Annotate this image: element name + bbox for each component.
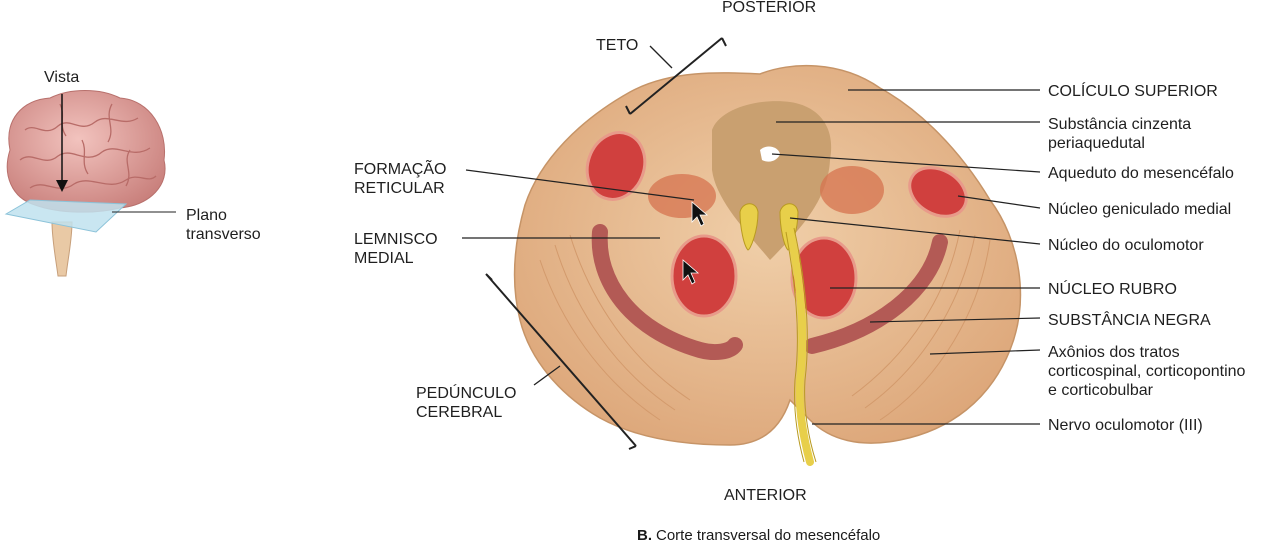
- label-teto: TETO: [596, 37, 639, 54]
- orientation-top: POSTERIOR: [722, 0, 817, 16]
- view-arrowhead: [56, 180, 68, 192]
- leader-lines: [462, 89, 1041, 425]
- oculomotor-nucleus-left: [739, 203, 759, 251]
- label-pedunculo-cerebral: PEDÚNCULO CEREBRAL: [416, 385, 517, 421]
- midbrain-section: [513, 64, 1022, 466]
- orientation-bottom: ANTERIOR: [724, 487, 807, 504]
- medial-geniculate-right: [908, 166, 968, 218]
- peduncle-bracket: [485, 273, 637, 450]
- teto-bracket: [625, 37, 727, 115]
- reticular-formation-right: [820, 166, 884, 214]
- transverse-plane: [4, 199, 128, 233]
- leader-oculomotor: [789, 217, 1041, 245]
- plane-label: Plano transverso: [186, 207, 261, 243]
- caption-text: Corte transversal do mesencéfalo: [656, 527, 881, 544]
- label-substancia-negra: SUBSTÂNCIA NEGRA: [1048, 312, 1211, 329]
- label-nervo-oculomotor: Nervo oculomotor (III): [1048, 417, 1203, 434]
- label-coliculo-superior: COLÍCULO SUPERIOR: [1048, 83, 1218, 100]
- leader-geniculado: [957, 195, 1041, 209]
- leader-substancia-negra: [869, 317, 1041, 323]
- reticular-formation-left: [648, 174, 716, 218]
- substantia-nigra-left: [591, 224, 743, 361]
- figure-caption: B.Corte transversal do mesencéfalo: [637, 527, 880, 544]
- label-geniculado-medial: Núcleo geniculado medial: [1048, 201, 1232, 218]
- leader-aqueduto: [771, 153, 1041, 173]
- red-nucleus-left: [670, 234, 738, 318]
- caption-letter: B.: [637, 527, 652, 544]
- view-label: Vista: [44, 69, 80, 86]
- label-lemnisco-medial: LEMNISCO MEDIAL: [354, 231, 438, 267]
- brainstem: [51, 221, 73, 277]
- leader-axonios: [929, 349, 1041, 355]
- label-nucleo-rubro: NÚCLEO RUBRO: [1048, 281, 1177, 298]
- label-axonios: Axônios dos tratos corticospinal, cortic…: [1048, 344, 1246, 399]
- substantia-nigra-right: [804, 234, 948, 354]
- brackets: [485, 37, 727, 450]
- teto-leader: [649, 45, 673, 69]
- oculomotor-nerve: [786, 226, 814, 466]
- oculomotor-nerve-outline: [785, 227, 817, 463]
- cursor-arrow-1: [691, 201, 709, 227]
- peduncle-fibers: [539, 229, 991, 421]
- label-formacao-reticular: FORMAÇÃO RETICULAR: [354, 161, 447, 197]
- medial-geniculate-left: [585, 131, 647, 201]
- label-nucleo-oculomotor: Núcleo do oculomotor: [1048, 237, 1204, 254]
- leader-formacao-reticular: [465, 169, 695, 201]
- label-substancia-cinzenta: Substância cinzenta periaquedutal: [1048, 116, 1192, 152]
- brain-inset: [4, 90, 176, 277]
- cerebral-aqueduct: [760, 146, 780, 162]
- cursor-arrow-2: [682, 259, 700, 285]
- red-nucleus-right: [790, 236, 858, 320]
- label-aqueduto: Aqueduto do mesencéfalo: [1048, 165, 1234, 182]
- peduncle-leader: [533, 365, 561, 386]
